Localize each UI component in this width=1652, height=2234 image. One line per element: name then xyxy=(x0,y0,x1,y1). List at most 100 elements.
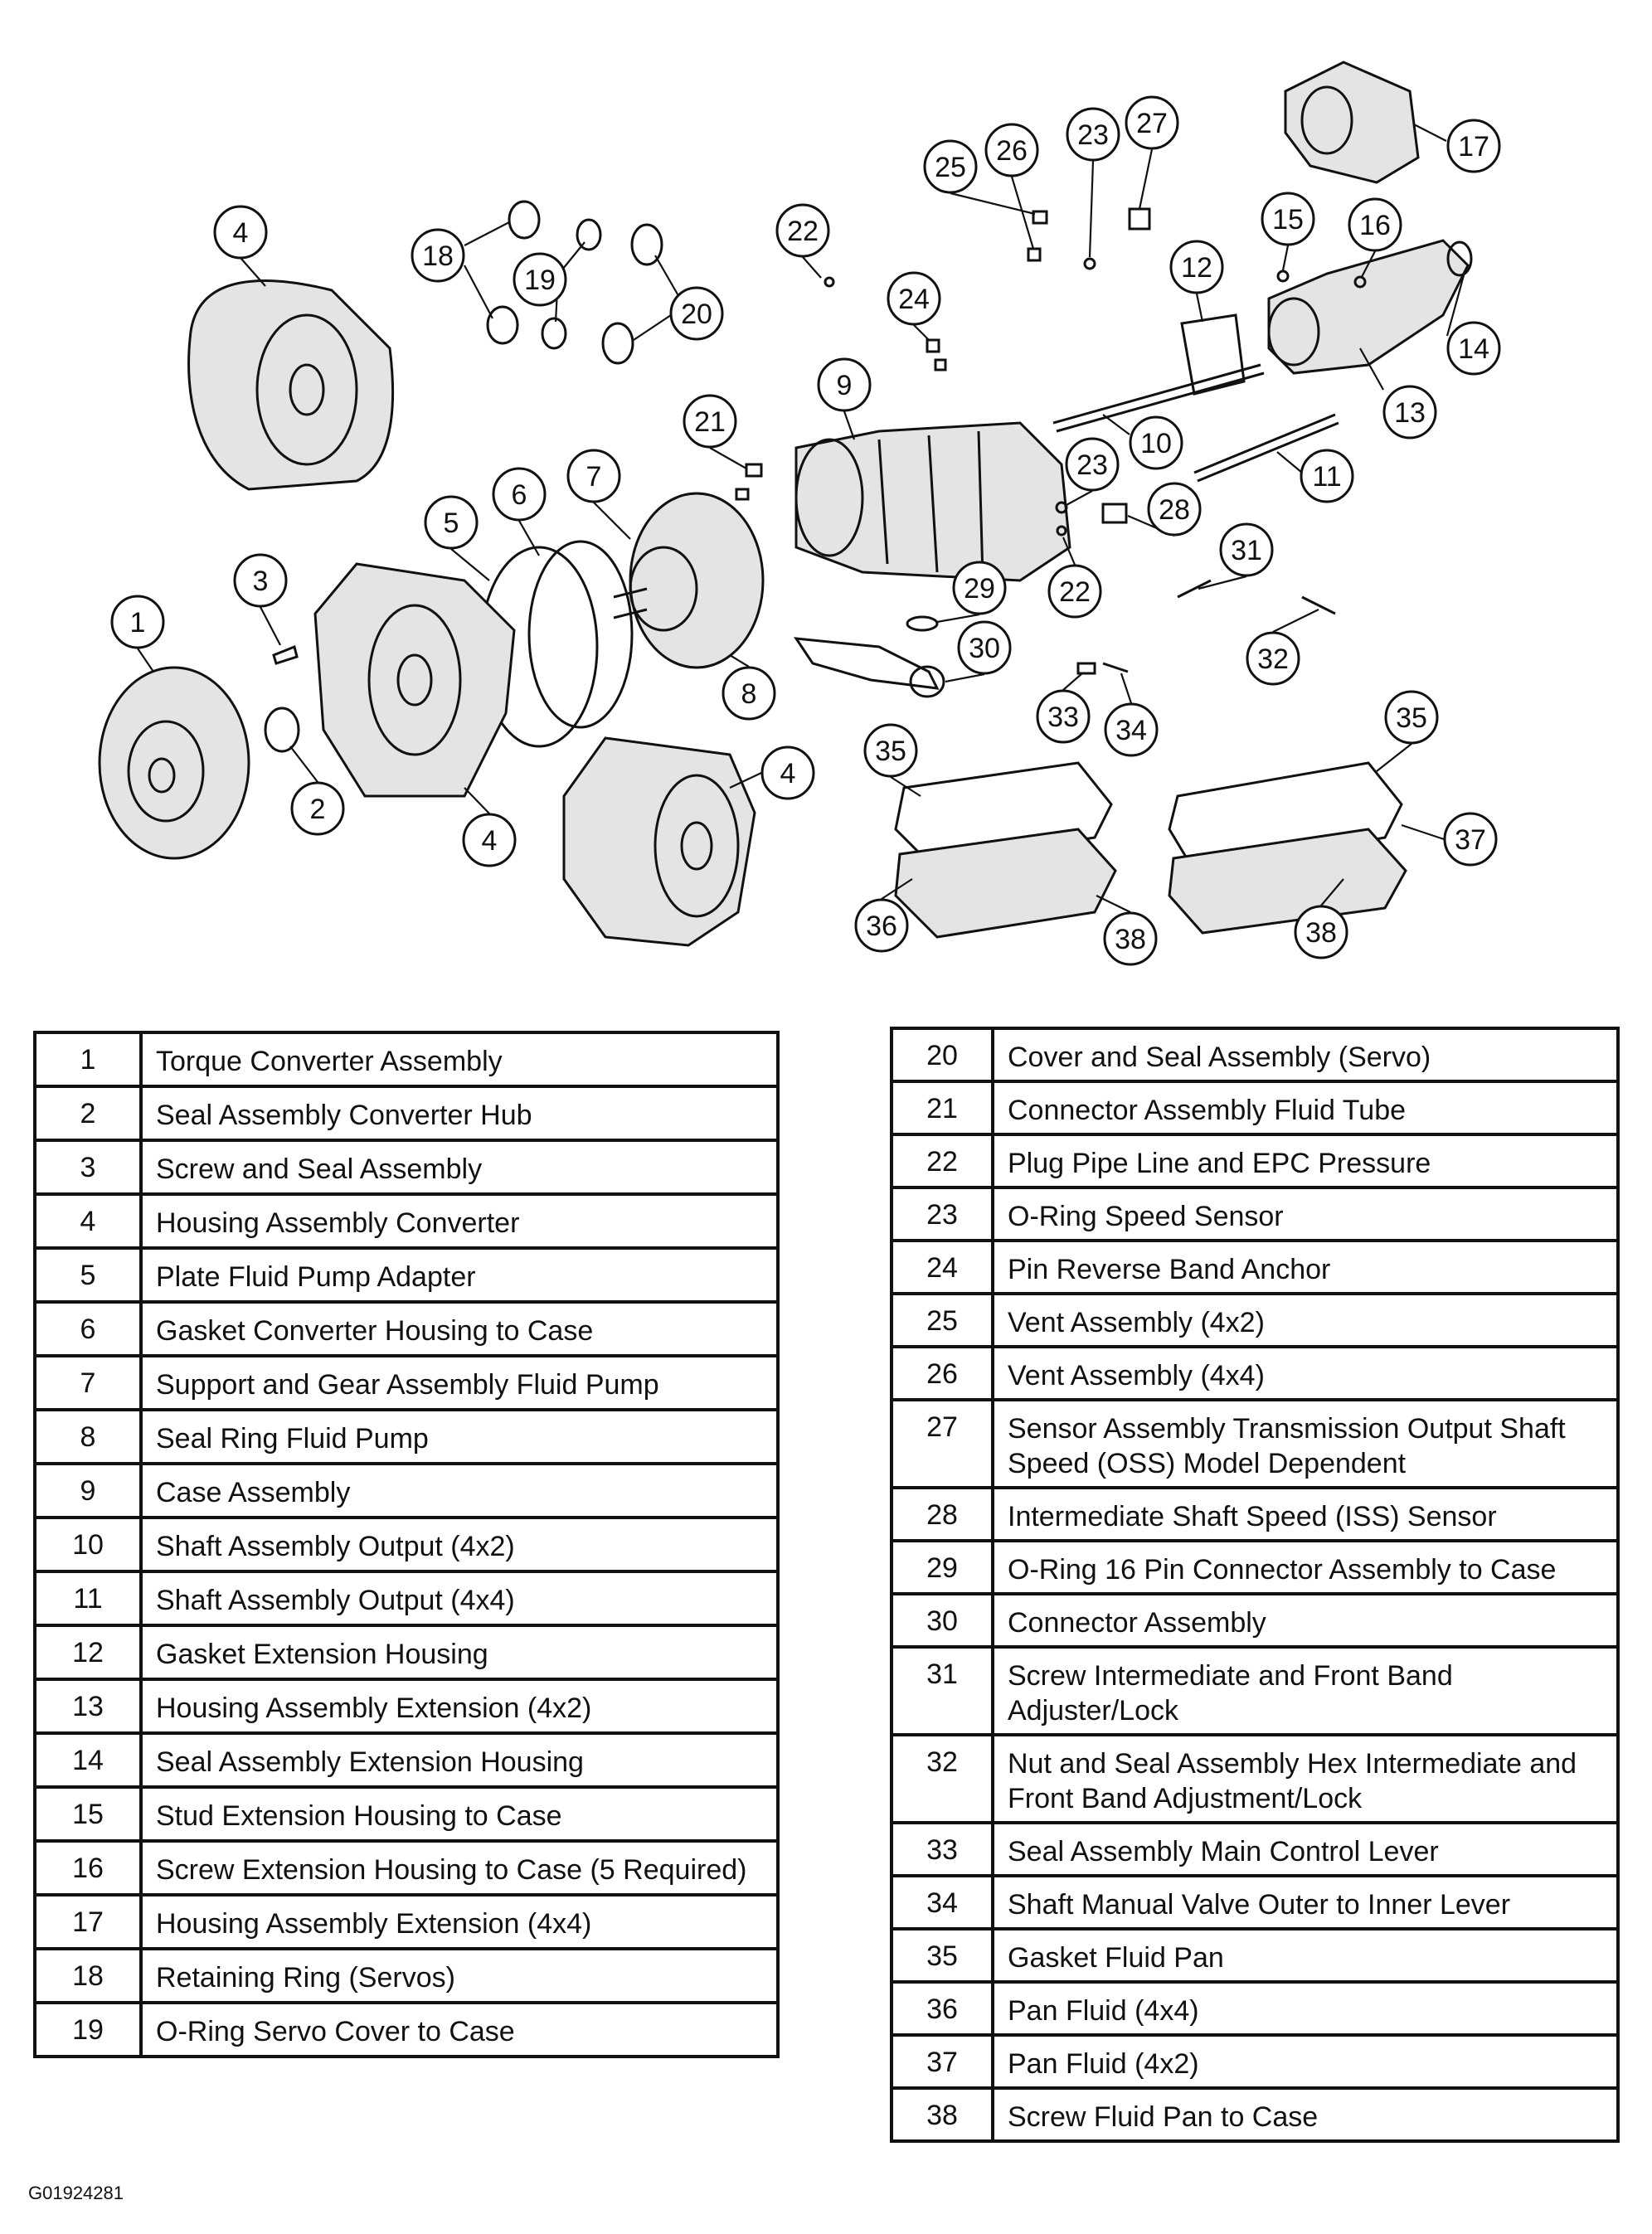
callout-label: 5 xyxy=(444,508,459,539)
part-description: Shaft Manual Valve Outer to Inner Lever xyxy=(991,1874,1620,1930)
part-number: 22 xyxy=(890,1133,994,1189)
callout-circle xyxy=(1066,107,1120,162)
part-number: 5 xyxy=(33,1246,143,1304)
callout-label: 20 xyxy=(681,299,712,330)
callout-38: 38 xyxy=(1103,911,1158,966)
callout-circle xyxy=(492,467,547,522)
callout-label: 13 xyxy=(1394,397,1426,429)
callout-label: 36 xyxy=(866,911,897,942)
callout-circle xyxy=(1261,192,1315,246)
callout-22: 22 xyxy=(1047,564,1102,619)
callout-circle xyxy=(1129,415,1183,470)
converter-housing-top-drawing xyxy=(187,257,395,491)
part-description: Support and Gear Assembly Fluid Pump xyxy=(139,1354,780,1411)
callout-7: 7 xyxy=(566,449,621,503)
part-number: 17 xyxy=(33,1893,143,1950)
callout-circle xyxy=(1219,522,1274,577)
callout-26: 26 xyxy=(984,123,1039,177)
callout-circle xyxy=(1348,197,1402,252)
part-number: 33 xyxy=(890,1821,994,1877)
part-description: Connector Assembly Fluid Tube xyxy=(991,1080,1620,1136)
callout-circle xyxy=(1300,449,1354,503)
callout-circle xyxy=(1047,564,1102,619)
callout-circle xyxy=(1443,812,1498,867)
part-number: 2 xyxy=(33,1085,143,1142)
part-description: Shaft Assembly Output (4x4) xyxy=(139,1570,780,1627)
callout-label: 26 xyxy=(996,135,1028,167)
callout-circle xyxy=(817,357,872,412)
part-number: 36 xyxy=(890,1980,994,2037)
callout-34: 34 xyxy=(1104,702,1159,757)
callout-circle xyxy=(722,666,776,721)
converter-housing-middle-drawing xyxy=(313,562,516,814)
callout-9: 9 xyxy=(817,357,872,412)
part-number: 27 xyxy=(890,1398,994,1489)
part-description: Seal Assembly Extension Housing xyxy=(139,1731,780,1789)
part-description: Shaft Assembly Output (4x2) xyxy=(139,1516,780,1573)
callout-label: 14 xyxy=(1458,333,1489,365)
fluid-pump-drawing xyxy=(450,492,765,748)
callout-label: 1 xyxy=(130,607,146,639)
callout-label: 23 xyxy=(1077,119,1109,151)
part-description: Gasket Extension Housing xyxy=(139,1624,780,1681)
callout-18: 18 xyxy=(411,228,465,283)
part-description: Pan Fluid (4x2) xyxy=(991,2033,1620,2090)
callout-label: 23 xyxy=(1076,449,1108,481)
callout-4: 4 xyxy=(213,205,268,260)
callout-circle xyxy=(863,723,918,778)
callout-label: 10 xyxy=(1140,428,1172,459)
callout-circle xyxy=(1036,689,1091,744)
part-number: 25 xyxy=(890,1292,994,1348)
callout-38: 38 xyxy=(1294,905,1348,959)
part-description: Case Assembly xyxy=(139,1462,780,1519)
part-description: Seal Ring Fluid Pump xyxy=(139,1408,780,1465)
callout-label: 2 xyxy=(310,794,326,825)
part-number: 14 xyxy=(33,1731,143,1789)
callout-circle xyxy=(1446,119,1501,173)
callout-circle xyxy=(1104,702,1159,757)
callout-24: 24 xyxy=(887,271,941,326)
callout-circle xyxy=(1147,482,1202,537)
callout-label: 22 xyxy=(787,216,819,247)
callout-2: 2 xyxy=(290,781,345,836)
callout-label: 18 xyxy=(422,240,454,272)
callout-circle xyxy=(1169,240,1224,294)
part-description: Screw and Seal Assembly xyxy=(139,1139,780,1196)
callout-20: 20 xyxy=(669,286,724,341)
part-number: 29 xyxy=(890,1539,994,1595)
callout-label: 15 xyxy=(1272,204,1304,236)
callout-12: 12 xyxy=(1169,240,1224,294)
callout-label: 37 xyxy=(1455,824,1486,856)
callout-35: 35 xyxy=(863,723,918,778)
callout-3: 3 xyxy=(233,553,288,608)
callout-28: 28 xyxy=(1147,482,1202,537)
part-number: 8 xyxy=(33,1408,143,1465)
callout-circle xyxy=(513,252,567,307)
callout-label: 4 xyxy=(780,758,796,789)
callout-circle xyxy=(1446,321,1501,376)
part-number: 38 xyxy=(890,2086,994,2143)
callout-circle xyxy=(213,205,268,260)
callout-17: 17 xyxy=(1446,119,1501,173)
part-description: O-Ring Speed Sensor xyxy=(991,1186,1620,1242)
part-description: Seal Assembly Main Control Lever xyxy=(991,1821,1620,1877)
callout-label: 16 xyxy=(1359,210,1391,241)
part-number: 23 xyxy=(890,1186,994,1242)
callout-circle xyxy=(1246,631,1300,686)
part-number: 10 xyxy=(33,1516,143,1573)
